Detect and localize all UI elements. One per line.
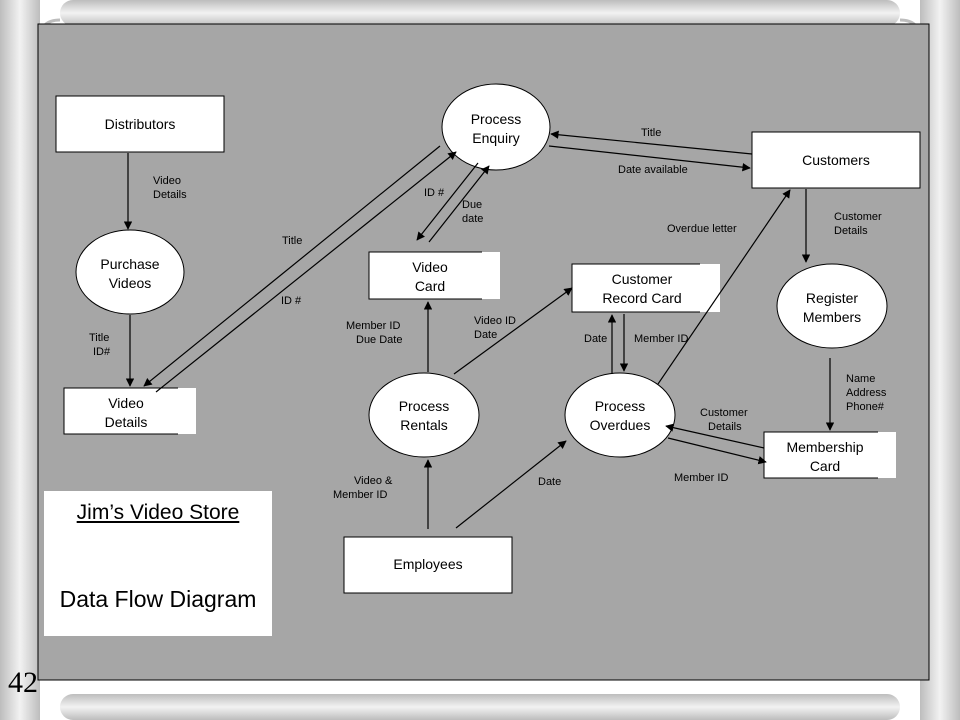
- svg-text:Date: Date: [474, 329, 497, 341]
- arrow-video-details-enquiry: [155, 151, 457, 393]
- svg-text:Due: Due: [462, 199, 482, 211]
- svg-text:Card: Card: [810, 458, 840, 474]
- svg-text:Member ID: Member ID: [333, 489, 387, 501]
- svg-text:ID #: ID #: [281, 295, 302, 307]
- svg-text:Overdues: Overdues: [590, 417, 651, 433]
- process-enquiry: Process Enquiry: [441, 83, 551, 171]
- svg-text:Videos: Videos: [109, 275, 152, 291]
- process-overdues: Process Overdues: [564, 372, 676, 458]
- svg-text:Details: Details: [708, 421, 742, 433]
- arrow-enquiry-customers: [548, 145, 751, 172]
- arrow-customers-enquiry: [550, 130, 753, 155]
- svg-text:Customer: Customer: [612, 271, 673, 287]
- svg-text:Name: Name: [846, 373, 875, 385]
- svg-text:Process: Process: [399, 398, 450, 414]
- svg-text:Register: Register: [806, 290, 858, 306]
- svg-text:Address: Address: [846, 387, 887, 399]
- svg-text:Details: Details: [105, 414, 148, 430]
- entity-distributors: Distributors: [55, 95, 225, 153]
- svg-text:Member ID: Member ID: [674, 472, 728, 484]
- entity-customers: Customers: [751, 131, 921, 189]
- svg-text:Customer: Customer: [834, 211, 882, 223]
- svg-text:Member ID: Member ID: [346, 320, 400, 332]
- flow-labels: Video Details Title ID# Title ID # ID # …: [89, 127, 887, 501]
- svg-text:Video: Video: [153, 175, 181, 187]
- diagram-title: Jim’s Video Store: [76, 501, 240, 524]
- svg-text:Date available: Date available: [618, 164, 688, 176]
- entity-employees: Employees: [343, 536, 513, 594]
- store-customer-record-card: Customer Record Card: [571, 263, 720, 313]
- svg-text:Title: Title: [282, 235, 302, 247]
- slide-number: 42: [8, 666, 38, 699]
- svg-text:Overdue letter: Overdue letter: [667, 223, 737, 235]
- arrow-rentals-customer-record: [453, 287, 573, 375]
- diagram-subtitle: Data Flow Diagram: [59, 586, 257, 612]
- svg-text:Distributors: Distributors: [105, 116, 176, 132]
- svg-text:Title: Title: [89, 332, 109, 344]
- arrow-employees-overdues: [455, 440, 567, 529]
- svg-text:date: date: [462, 213, 483, 225]
- svg-text:Video: Video: [412, 259, 448, 275]
- svg-text:ID #: ID #: [424, 187, 445, 199]
- svg-text:Card: Card: [415, 278, 445, 294]
- svg-text:Customer: Customer: [700, 407, 748, 419]
- svg-text:Customers: Customers: [802, 152, 870, 168]
- svg-text:Video: Video: [108, 395, 144, 411]
- arrow-membership-overdues: [665, 423, 765, 449]
- svg-text:Due Date: Due Date: [356, 334, 402, 346]
- process-register-members: Register Members: [776, 263, 888, 349]
- arrow-overdues-customers: [657, 189, 791, 385]
- svg-text:Phone#: Phone#: [846, 401, 885, 413]
- svg-text:Enquiry: Enquiry: [472, 130, 519, 146]
- svg-text:Members: Members: [803, 309, 861, 325]
- process-purchase-videos: Purchase Videos: [75, 229, 185, 315]
- svg-text:Details: Details: [834, 225, 868, 237]
- store-video-details: Video Details: [63, 387, 196, 435]
- svg-text:Video &: Video &: [354, 475, 393, 487]
- arrow-overdues-membership: [667, 437, 767, 465]
- flow-arrows: [123, 130, 835, 529]
- svg-text:ID#: ID#: [93, 346, 111, 358]
- svg-text:Record Card: Record Card: [602, 290, 681, 306]
- svg-text:Process: Process: [471, 111, 522, 127]
- svg-text:Date: Date: [584, 333, 607, 345]
- svg-text:Title: Title: [641, 127, 661, 139]
- process-rentals: Process Rentals: [368, 372, 480, 458]
- arrow-enquiry-video-details: [143, 145, 441, 387]
- svg-text:Purchase: Purchase: [100, 256, 159, 272]
- svg-text:Date: Date: [538, 476, 561, 488]
- title-box: Jim’s Video Store Data Flow Diagram: [44, 491, 272, 636]
- svg-text:Rentals: Rentals: [400, 417, 447, 433]
- svg-text:Member ID: Member ID: [634, 333, 688, 345]
- arrow-enquiry-video-card: [416, 162, 479, 241]
- store-membership-card: Membership Card: [763, 431, 896, 479]
- svg-text:Employees: Employees: [393, 556, 462, 572]
- svg-text:Video ID: Video ID: [474, 315, 516, 327]
- svg-text:Process: Process: [595, 398, 646, 414]
- arrow-video-card-enquiry: [428, 165, 490, 243]
- svg-text:Membership: Membership: [786, 439, 863, 455]
- svg-text:Details: Details: [153, 189, 187, 201]
- store-video-card: Video Card: [368, 251, 500, 300]
